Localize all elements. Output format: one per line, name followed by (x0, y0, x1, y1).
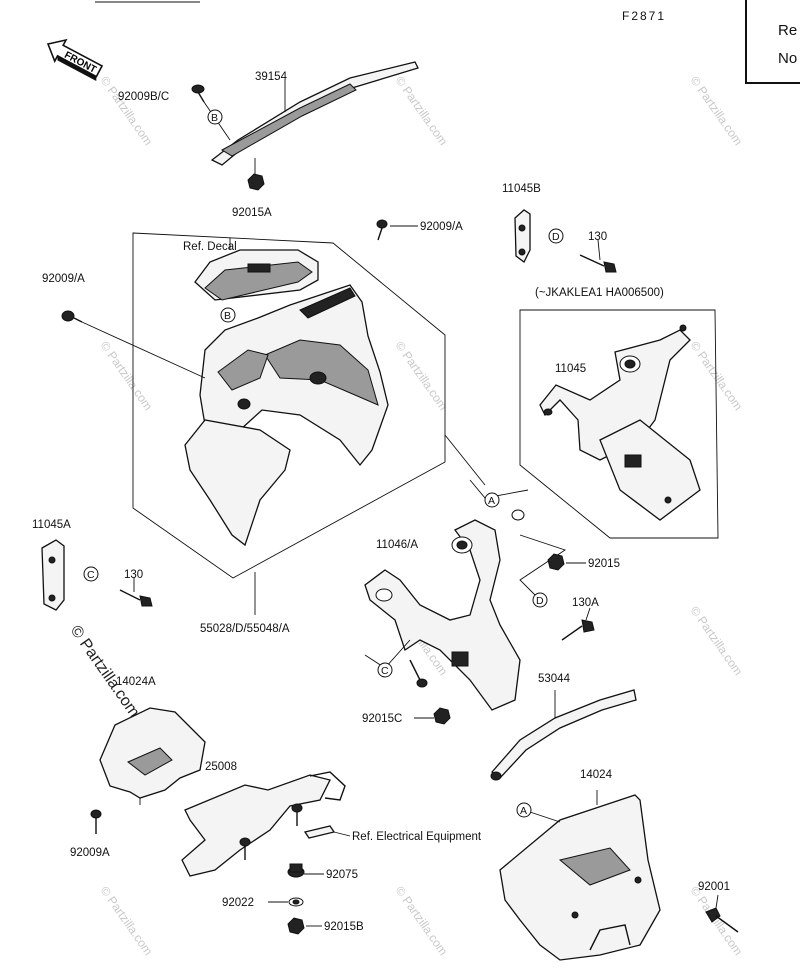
label-130a: 130A (572, 597, 599, 609)
cover-14024 (499, 790, 661, 961)
bracket-11045 (539, 324, 701, 521)
bolt-130-top (579, 239, 617, 273)
watermark: © Partzilla.com (98, 884, 156, 958)
watermark-bold: © Partzilla.com (67, 623, 143, 721)
label-92009bc: 92009B/C (118, 91, 169, 103)
callout-d (548, 228, 564, 244)
label-11045: 11045 (555, 363, 586, 375)
label-92015c: 92015C (362, 713, 402, 725)
label-ref-decal: Ref. Decal (183, 241, 237, 253)
bolt-130a (561, 607, 595, 641)
watermark: © Partzilla.com (98, 74, 156, 148)
label-92009a-top: 92009/A (420, 221, 463, 233)
callout-d-label: D (552, 231, 560, 243)
callout-a-label: A (488, 495, 495, 507)
bracket-11045a (41, 539, 65, 611)
front-arrow-icon: FRONT (46, 38, 104, 81)
headlight-cowl (184, 284, 389, 547)
label-92015b: 92015B (324, 921, 364, 933)
label-92009a-low: 92009A (70, 847, 110, 859)
callout-c (377, 662, 393, 678)
bracket-11046a (364, 509, 525, 711)
reference-note-line1: Re (778, 22, 798, 39)
callout-b-label: B (224, 310, 231, 322)
watermark: © Partzilla.com (393, 74, 451, 148)
watermark: © Partzilla.com (98, 339, 156, 413)
figure-code: F2871 (622, 9, 666, 23)
label-jk-range: (~JKAKLEA1 HA006500) (535, 287, 664, 299)
callout-b-label: B (211, 112, 218, 124)
label-39154: 39154 (255, 71, 288, 83)
label-92075: 92075 (326, 869, 358, 881)
label-14024a: 14024A (116, 676, 156, 688)
nut-92015a (247, 158, 265, 191)
cover-14024a (99, 707, 206, 805)
label-14024: 14024 (580, 769, 613, 781)
callout-c (83, 566, 99, 582)
trim-strip-53044 (490, 689, 637, 781)
screw-92009a-left (61, 310, 206, 379)
callout-d (532, 592, 548, 608)
label-92022: 92022 (222, 897, 254, 909)
label-11045a: 11045A (32, 519, 71, 531)
bolt-92001 (705, 894, 739, 933)
callout-c-label: C (381, 665, 389, 677)
bracket-25008 (181, 771, 346, 877)
label-92015a: 92015A (232, 207, 272, 219)
reference-note-box (745, 0, 800, 84)
bolt-130-left (119, 578, 153, 607)
callout-d-label: D (536, 595, 544, 607)
bracket-11045b (514, 209, 531, 263)
reference-note-line2: No (778, 50, 798, 67)
label-130-top: 130 (588, 231, 607, 243)
label-92001: 92001 (698, 881, 730, 893)
screw-92009a-low (90, 809, 102, 834)
nut-92015c (414, 707, 451, 725)
screw-92009a-top (376, 219, 418, 241)
label-ref-electrical: Ref. Electrical Equipment (352, 831, 482, 843)
watermark: © Partzilla.com (688, 884, 746, 958)
label-11045b: 11045B (502, 183, 541, 195)
grommet-92075 (287, 863, 324, 878)
callout-c-label: C (87, 569, 95, 581)
variant-group-outline (519, 309, 719, 539)
watermark: © Partzilla.com (393, 339, 451, 413)
callout-a (516, 802, 532, 818)
nut-92015 (547, 553, 586, 571)
washer-92022 (268, 897, 304, 907)
nut-92015b (287, 917, 322, 935)
ref-electrical-strip (303, 825, 351, 839)
callout-a-label: A (520, 805, 527, 817)
label-25008: 25008 (205, 761, 237, 773)
watermark: © Partzilla.com (393, 884, 451, 958)
callout-b (207, 109, 223, 125)
part-39154-windscreen-strip (210, 61, 419, 166)
label-130-left: 130 (124, 569, 143, 581)
label-92009a-left: 92009/A (42, 273, 85, 285)
label-55028: 55028/D/55048/A (200, 623, 290, 635)
callout-b (220, 307, 236, 323)
callout-a (484, 492, 500, 508)
watermark: © Partzilla.com (688, 74, 746, 148)
label-92015: 92015 (588, 558, 620, 570)
label-11046a: 11046/A (376, 539, 418, 551)
label-53044: 53044 (538, 673, 571, 685)
cowl-decal-panel (194, 249, 319, 301)
watermark: © Partzilla.com (688, 604, 746, 678)
cowling-group-outline (132, 232, 446, 579)
